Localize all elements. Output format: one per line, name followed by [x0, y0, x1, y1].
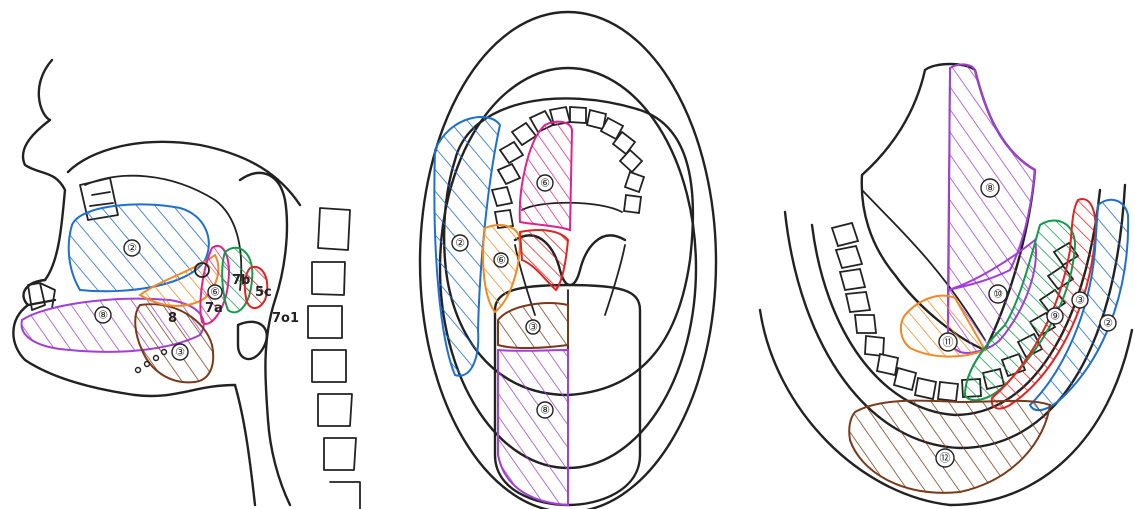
frontal-region-red — [520, 230, 568, 290]
frontal-panel: ② ⑥ ⑥ ③ ⑧ — [420, 12, 716, 509]
frontal-label-orange: ⑥ — [494, 253, 508, 267]
svg-text:⑧: ⑧ — [540, 404, 550, 417]
svg-text:②: ② — [455, 237, 465, 250]
annotation-5c: 5c — [255, 285, 272, 300]
frontal-label-pink: ⑥ — [537, 175, 553, 191]
floor-label-blue: ② — [1100, 315, 1116, 331]
svg-text:⑩: ⑩ — [993, 288, 1003, 301]
lower-teeth — [28, 283, 55, 310]
svg-text:⑫: ⑫ — [940, 452, 951, 465]
svg-text:⑧: ⑧ — [98, 309, 108, 322]
epiglottis-outline — [238, 322, 267, 359]
svg-text:③: ③ — [175, 346, 185, 359]
frontal-region-orange — [483, 225, 520, 312]
sagittal-panel: ② ⑧ ③ ⑥ 7b 5c 7a 7o1 8 — [13, 60, 360, 509]
svg-text:②: ② — [127, 242, 137, 255]
floor-label-red: ③ — [1072, 292, 1088, 308]
floor-label-brown: ⑫ — [936, 449, 954, 467]
floor-label-green: ⑨ — [1047, 308, 1063, 324]
cervical-vertebrae — [308, 208, 360, 509]
floor-label-purple: ⑧ — [981, 179, 999, 197]
svg-text:⑥: ⑥ — [210, 286, 220, 299]
svg-text:③: ③ — [528, 321, 538, 334]
floor-panel: ⑧ ⑩ ⑪ ⑨ ③ ② ⑫ — [760, 64, 1132, 505]
svg-text:⑥: ⑥ — [540, 177, 550, 190]
svg-text:⑧: ⑧ — [985, 182, 995, 195]
svg-text:⑪: ⑪ — [943, 336, 954, 349]
annotation-7b: 7b — [232, 273, 250, 288]
frontal-region-purple — [498, 350, 568, 505]
floor-label-purple-lower: ⑩ — [989, 285, 1007, 303]
face-profile-outline — [23, 60, 65, 280]
svg-text:⑨: ⑨ — [1050, 310, 1060, 323]
sagittal-label-brown: ③ — [172, 344, 188, 360]
svg-text:②: ② — [1103, 317, 1113, 330]
sagittal-label-pink: ⑥ — [208, 285, 222, 299]
sagittal-label-blue: ② — [124, 240, 140, 256]
frontal-label-brown: ③ — [526, 320, 540, 334]
pharynx-wall — [240, 173, 290, 505]
floor-label-orange: ⑪ — [939, 333, 957, 351]
annotation-8: 8 — [168, 311, 177, 326]
annotation-7o1: 7o1 — [272, 311, 299, 326]
pharynx-front — [235, 385, 255, 505]
frontal-label-purple: ⑧ — [537, 402, 553, 418]
floor-region-brown — [849, 401, 1050, 493]
sagittal-label-purple: ⑧ — [95, 307, 111, 323]
svg-text:③: ③ — [1075, 294, 1085, 307]
svg-text:⑥: ⑥ — [496, 254, 506, 267]
frontal-label-blue: ② — [452, 235, 468, 251]
annotation-7a: 7a — [205, 301, 223, 316]
